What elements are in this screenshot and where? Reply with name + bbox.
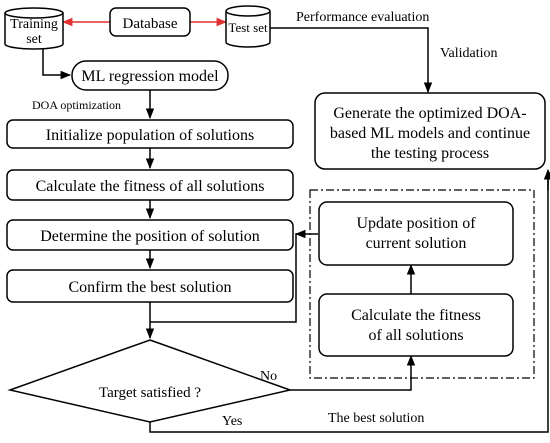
init-population-box [6,119,294,149]
ml-model-box [71,60,229,91]
update-position-label-2: current solution [366,235,467,252]
connectors [42,17,550,433]
calc-fitness-box [6,169,294,201]
calc-fitness-inner-box [318,293,514,357]
training-set-label-1: Training [10,17,58,32]
generate-models-label-1: Generate the optimized DOA- [333,105,526,122]
performance-evaluation-label: Performance evaluation [296,10,429,25]
optimization-loop-container [309,189,535,379]
ml-model-label: ML regression model [81,68,219,85]
arrow-no-branch [290,354,416,391]
calc-fitness-label: Calculate the fitness of all solutions [36,178,265,195]
doa-optimization-label: DOA optimization [32,98,121,112]
generate-models-label-2: based ML models and continue [330,125,530,142]
test-set-label: Test set [228,20,268,35]
arrow-training-to-model [42,48,72,80]
determine-position-box [6,219,294,251]
generate-models-label-3: the testing process [371,145,489,162]
validation-label: Validation [440,46,498,61]
init-population-label: Initialize population of solutions [46,127,254,144]
database-label: Database [123,16,178,32]
confirm-best-label: Confirm the best solution [68,279,231,296]
confirm-best-box [6,269,294,303]
test-set-cylinder [225,5,271,48]
calc-fitness-inner-label-2: of all solutions [368,327,463,344]
target-satisfied-decision [7,339,293,423]
yes-label: Yes [222,414,242,429]
update-position-box [318,201,514,266]
training-set-cylinder [4,7,64,50]
target-satisfied-label: Target satisfied ? [99,385,201,401]
training-set-label-2: set [26,32,42,47]
best-solution-label: The best solution [328,411,424,426]
no-label: No [260,369,277,384]
generate-models-box [314,92,546,170]
database-box [109,7,191,37]
update-position-label-1: Update position of [356,215,476,232]
determine-position-label: Determine the position of solution [40,228,260,245]
arrow-yes-branch [149,172,550,433]
arrow-test-to-generate [268,27,433,94]
calc-fitness-inner-label-1: Calculate the fitness [351,307,481,324]
